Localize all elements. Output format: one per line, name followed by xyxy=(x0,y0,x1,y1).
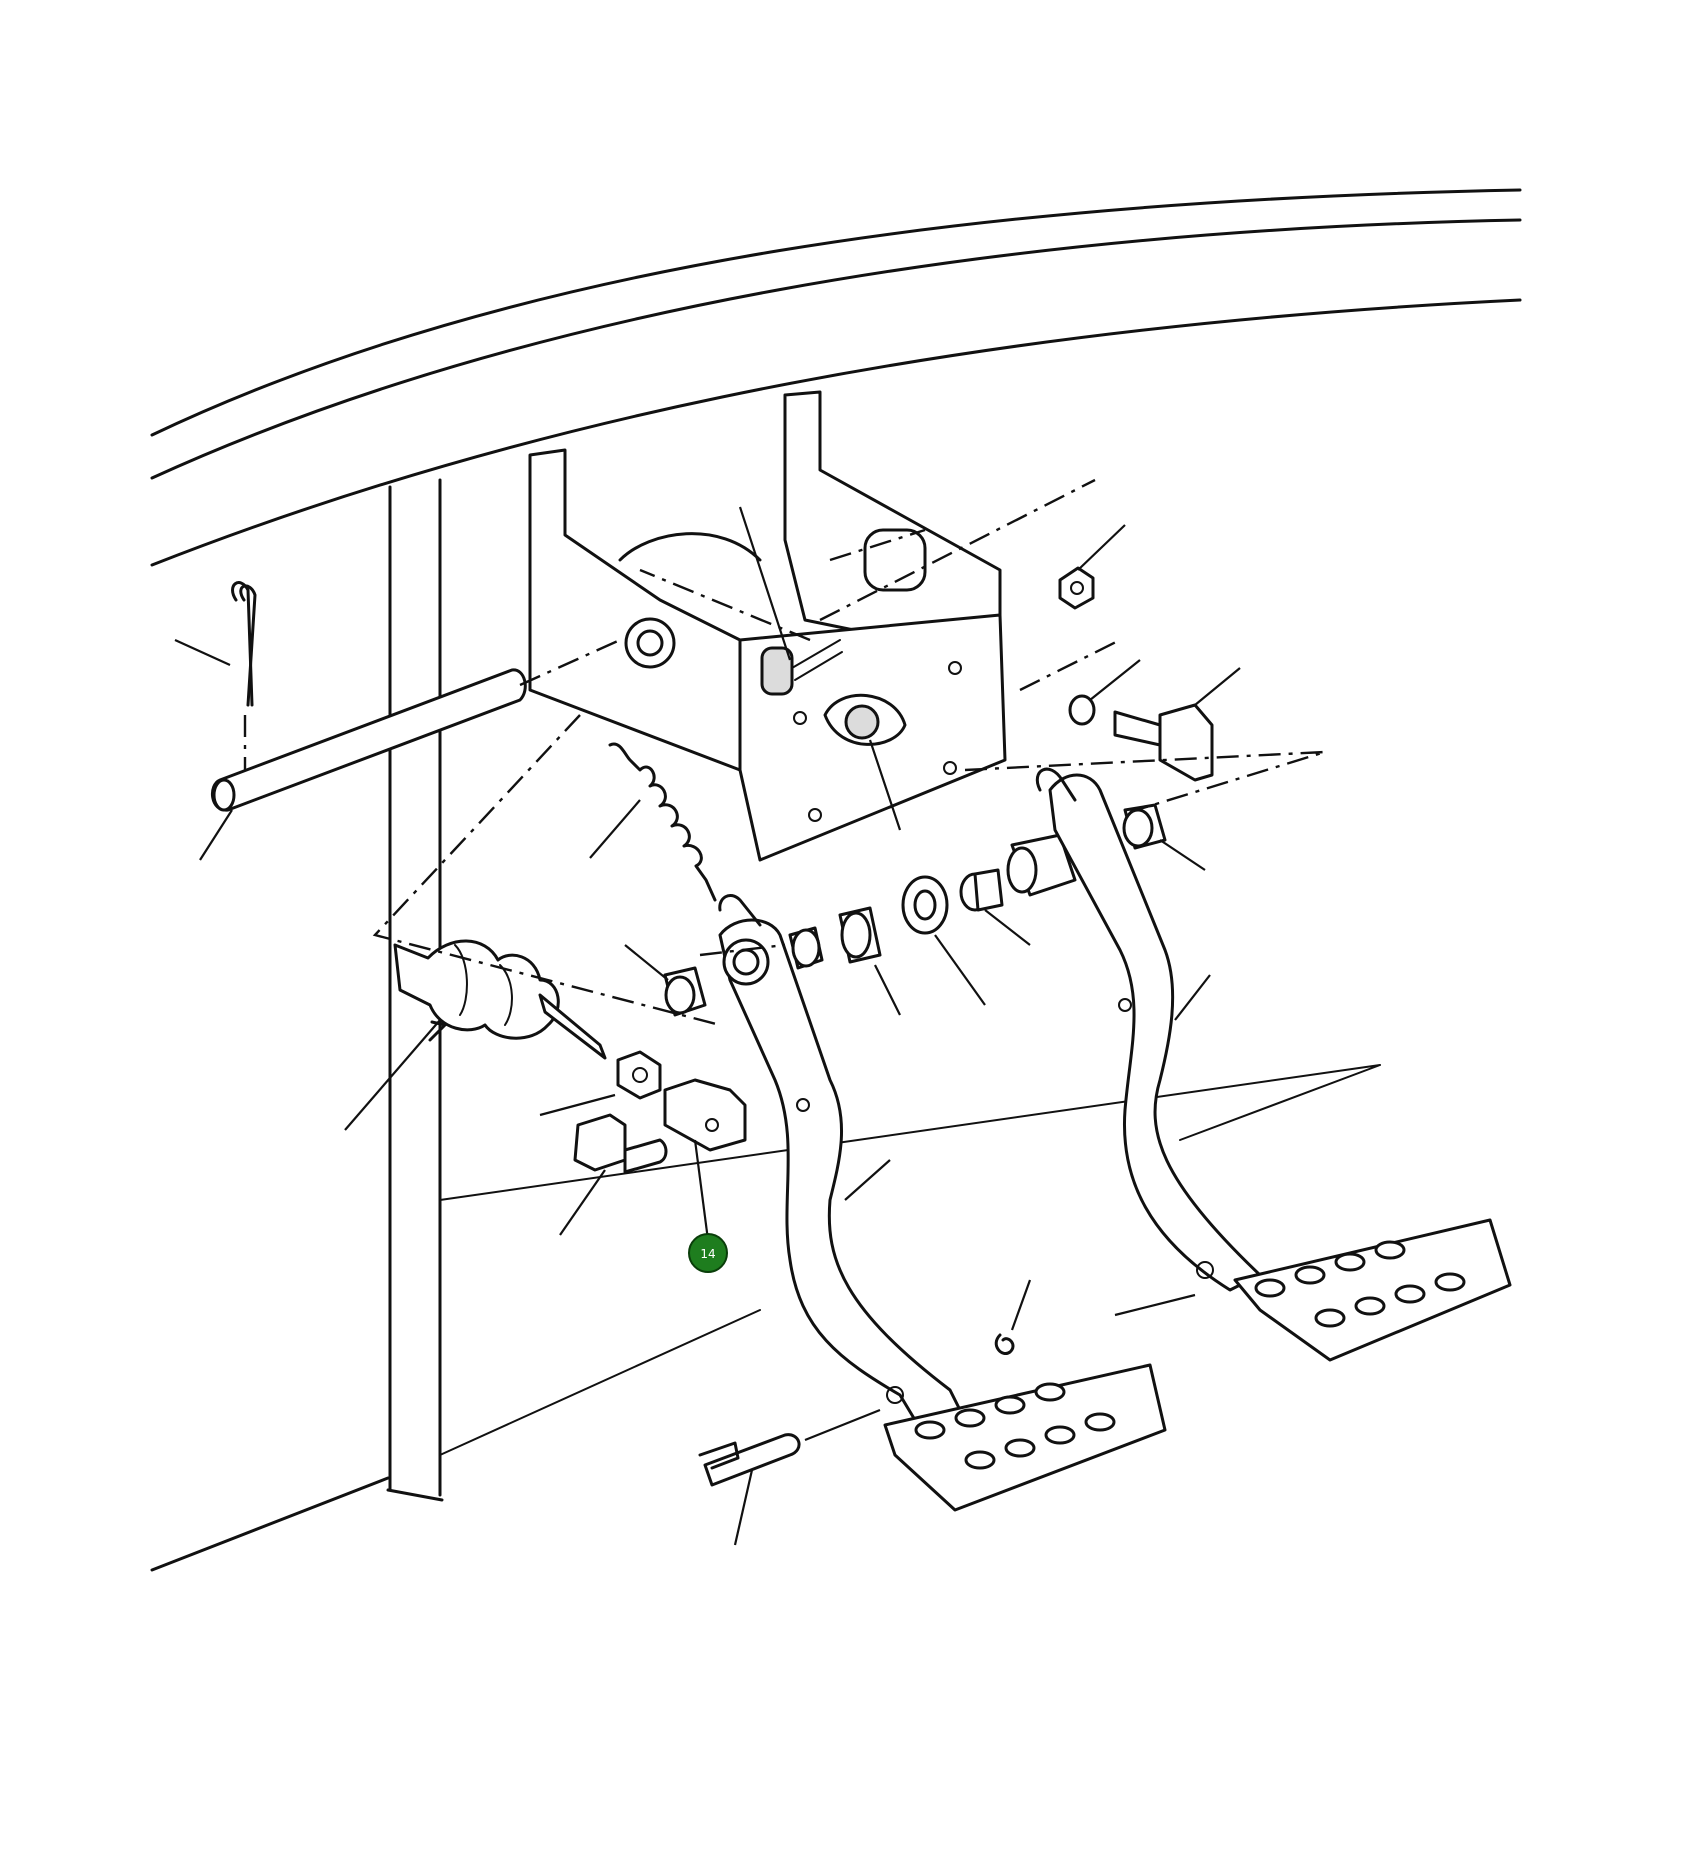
brake-pedal xyxy=(1035,767,1512,1362)
callout-14[interactable]: 14 xyxy=(688,1233,728,1273)
clutch-pedal xyxy=(718,894,1167,1512)
split-pin xyxy=(174,581,257,770)
circlip xyxy=(994,1279,1032,1355)
master-cylinder-boot xyxy=(344,939,607,1131)
return-spring xyxy=(589,742,717,902)
assembly-centerlines xyxy=(372,478,1326,1027)
pedal-pad-studs xyxy=(914,1382,1116,1470)
callout-label: 14 xyxy=(700,1247,715,1261)
callout-marker[interactable] xyxy=(688,1233,728,1273)
nut xyxy=(1058,524,1126,610)
pedal-pad-studs xyxy=(1254,1240,1466,1328)
pivot-shaft xyxy=(199,638,621,861)
clevis-pin xyxy=(698,1408,881,1546)
stud-bolt xyxy=(760,639,843,696)
clevis-pin-clip xyxy=(559,1113,668,1236)
pivot-bushes xyxy=(624,803,1206,1017)
leader-lines xyxy=(738,506,902,831)
lock-nut xyxy=(539,1050,662,1117)
pedal-box-bracket xyxy=(528,390,1007,862)
clevis xyxy=(663,1078,747,1241)
dash-panel xyxy=(150,188,1522,1572)
stop-light-switch xyxy=(1068,659,1241,782)
